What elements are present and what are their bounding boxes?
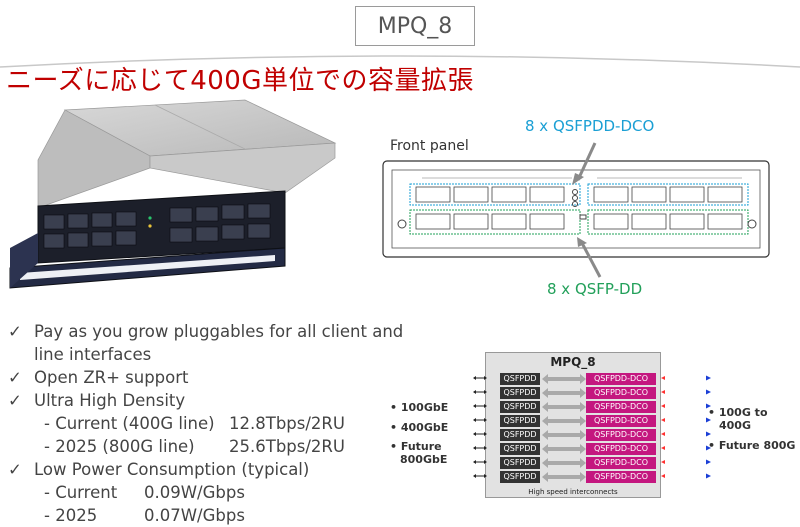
- port-row: QSFPDD QSFPDD-DCO: [500, 429, 656, 441]
- power-label: - Current: [44, 483, 118, 502]
- feature-list: ✓ Pay as you grow pluggables for all cli…: [8, 320, 428, 527]
- checkmark-icon: ✓: [8, 368, 22, 387]
- front-panel-caption: Front panel: [390, 138, 469, 154]
- checkmark-icon: ✓: [8, 460, 22, 479]
- feature-text: line interfaces: [34, 345, 152, 364]
- power-value: 0.09W/Gbps: [144, 483, 245, 502]
- qsfpdd-port: QSFPDD: [500, 457, 540, 469]
- chassis-photo: [9, 99, 337, 289]
- title-underline-curve: [0, 55, 800, 68]
- qsfpdd-port: QSFPDD: [500, 443, 540, 455]
- power-row: - 2025 0.07W/Gbps: [8, 504, 428, 527]
- page-title: MPQ_8: [377, 13, 453, 39]
- line-label: • 100G to: [708, 406, 768, 419]
- client-arrow-icon: [473, 460, 487, 464]
- qsfpdd-dco-port: QSFPDD-DCO: [586, 429, 656, 441]
- interconnect-arrow-icon: [542, 472, 586, 482]
- interconnect-arrow-icon: [542, 388, 586, 398]
- feature-item: ✓ Low Power Consumption (typical): [8, 458, 428, 481]
- client-arrow-icon: [473, 474, 487, 478]
- line-arrow-icon: [661, 473, 711, 479]
- qsfpdd-port: QSFPDD: [500, 471, 540, 483]
- line-label: 400G: [719, 419, 751, 432]
- page-title-box: MPQ_8: [355, 6, 475, 46]
- qsfpdd-port: QSFPDD: [500, 387, 540, 399]
- power-value: 0.07W/Gbps: [144, 506, 245, 525]
- port-row: QSFPDD QSFPDD-DCO: [500, 457, 656, 469]
- feature-text: Low Power Consumption (typical): [34, 460, 310, 479]
- client-arrow-icon: [473, 390, 487, 394]
- qsfpdd-dco-port: QSFPDD-DCO: [586, 443, 656, 455]
- feature-item-continuation: line interfaces: [8, 343, 428, 366]
- line-label: • Future 800G: [708, 439, 796, 452]
- client-label: 800GbE: [400, 453, 448, 466]
- checkmark-icon: ✓: [8, 322, 22, 341]
- line-arrow-icon: [661, 375, 711, 381]
- line-arrow-icon: [661, 403, 711, 409]
- qsfpdd-dco-port: QSFPDD-DCO: [586, 373, 656, 385]
- line-arrow-icon: [661, 431, 711, 437]
- interconnect-arrow-icon: [542, 416, 586, 426]
- qsfpdd-port: QSFPDD: [500, 415, 540, 427]
- line-arrow-icon: [661, 417, 711, 423]
- feature-item: ✓ Ultra High Density: [8, 389, 428, 412]
- interconnect-arrow-icon: [542, 430, 586, 440]
- feature-item: ✓ Open ZR+ support: [8, 366, 428, 389]
- block-title: MPQ_8: [550, 355, 596, 369]
- qsfpdd-dco-port: QSFPDD-DCO: [586, 471, 656, 483]
- interconnect-arrow-icon: [542, 374, 586, 384]
- client-arrow-icon: [473, 418, 487, 422]
- port-row: QSFPDD QSFPDD-DCO: [500, 471, 656, 483]
- density-row: - Current (400G line) 12.8Tbps/2RU: [8, 412, 428, 435]
- front-panel-callout-qsfpdd: 8 x QSFP-DD: [547, 280, 643, 298]
- client-label: • 100GbE: [390, 401, 449, 414]
- qsfpdd-port: QSFPDD: [500, 429, 540, 441]
- feature-text: Pay as you grow pluggables for all clien…: [34, 322, 404, 341]
- port-row: QSFPDD QSFPDD-DCO: [500, 443, 656, 455]
- line-arrow-icon: [661, 459, 711, 465]
- client-arrow-icon: [473, 404, 487, 408]
- interconnect-arrow-icon: [542, 402, 586, 412]
- interconnect-arrow-icon: [542, 444, 586, 454]
- port-row: QSFPDD QSFPDD-DCO: [500, 401, 656, 413]
- qsfpdd-port: QSFPDD: [500, 373, 540, 385]
- line-arrow-icon: [661, 445, 711, 451]
- client-arrow-icon: [473, 446, 487, 450]
- port-row: QSFPDD QSFPDD-DCO: [500, 387, 656, 399]
- density-value: 12.8Tbps/2RU: [229, 414, 345, 433]
- interconnect-arrow-icon: [542, 458, 586, 468]
- client-arrow-icon: [473, 376, 487, 380]
- feature-text: Ultra High Density: [34, 391, 186, 410]
- headline: ニーズに応じて400G単位での容量拡張: [6, 66, 474, 96]
- front-panel-drawing: [382, 160, 770, 258]
- qsfpdd-dco-port: QSFPDD-DCO: [586, 387, 656, 399]
- density-row: - 2025 (800G line) 25.6Tbps/2RU: [8, 435, 428, 458]
- feature-text: Open ZR+ support: [34, 368, 189, 387]
- checkmark-icon: ✓: [8, 391, 22, 410]
- density-value: 25.6Tbps/2RU: [229, 437, 345, 456]
- density-label: - Current (400G line): [44, 414, 215, 433]
- qsfpdd-dco-port: QSFPDD-DCO: [586, 401, 656, 413]
- qsfpdd-port: QSFPDD: [500, 401, 540, 413]
- feature-item: ✓ Pay as you grow pluggables for all cli…: [8, 320, 428, 343]
- client-label: • 400GbE: [390, 421, 449, 434]
- density-label: - 2025 (800G line): [44, 437, 195, 456]
- port-row: QSFPDD QSFPDD-DCO: [500, 373, 656, 385]
- block-footer: High speed interconnects: [528, 488, 618, 496]
- client-arrow-icon: [473, 432, 487, 436]
- client-label: • Future: [390, 440, 442, 453]
- qsfpdd-dco-port: QSFPDD-DCO: [586, 415, 656, 427]
- power-label: - 2025: [44, 506, 98, 525]
- qsfpdd-dco-port: QSFPDD-DCO: [586, 457, 656, 469]
- line-arrow-icon: [661, 389, 711, 395]
- front-panel-callout-dco: 8 x QSFPDD-DCO: [525, 117, 655, 135]
- power-row: - Current 0.09W/Gbps: [8, 481, 428, 504]
- port-row: QSFPDD QSFPDD-DCO: [500, 415, 656, 427]
